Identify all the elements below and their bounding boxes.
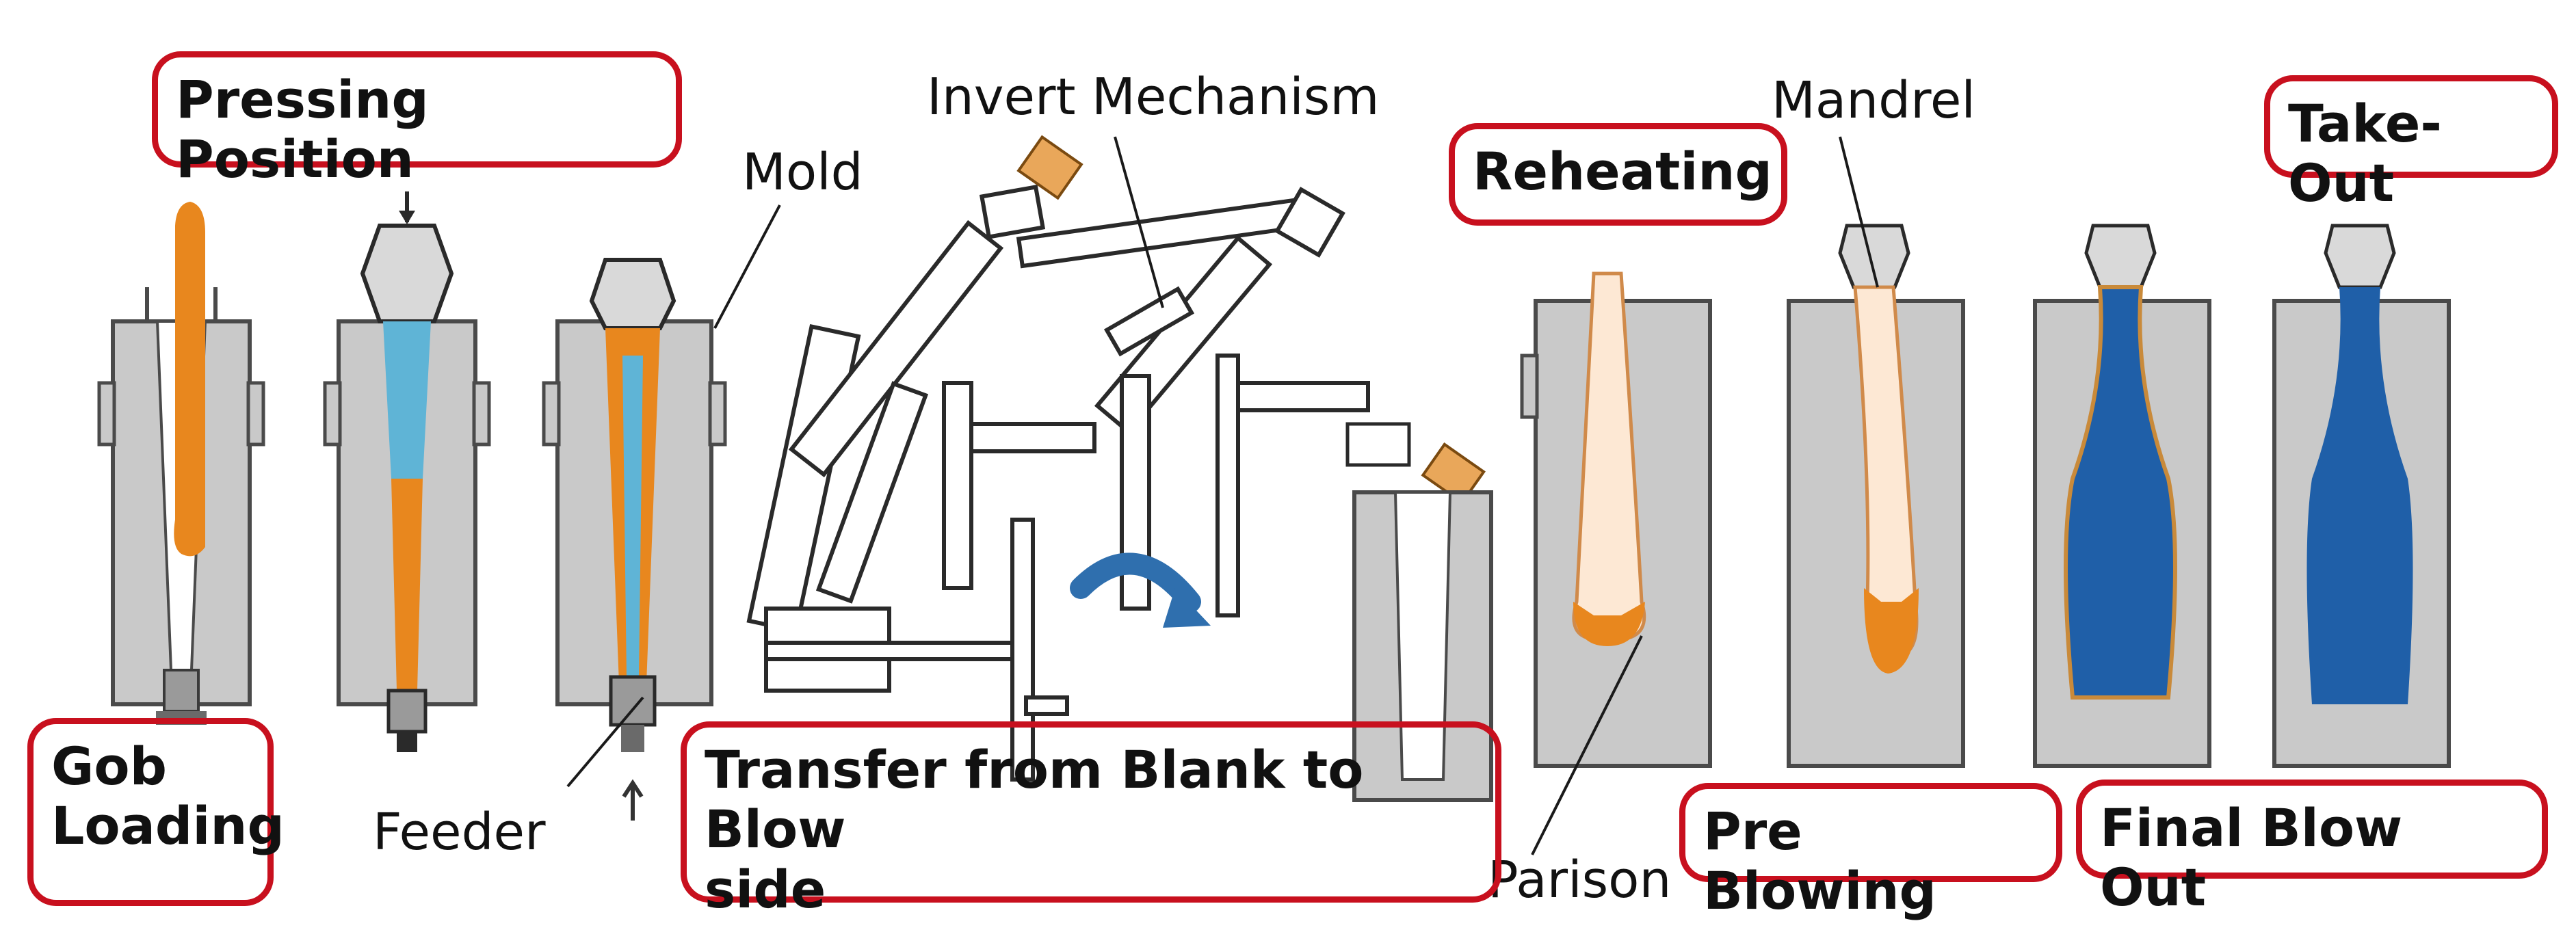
stage-take-out-text: Take-Out — [2288, 93, 2442, 214]
gob-glass — [174, 202, 205, 557]
stage-gob-loading-line1: Gob — [51, 736, 167, 797]
stage-gob-loading: Gob Loading — [27, 718, 285, 906]
stage-final-blow-out-text: Final Blow Out — [2100, 797, 2403, 918]
mold-blank — [542, 258, 727, 821]
stage-gob-loading-line2: Loading — [51, 795, 285, 857]
mold-final-blow — [2033, 224, 2211, 768]
invert-arm-orange-tips — [1016, 135, 1486, 505]
mold-reheating — [1520, 271, 1712, 768]
stage-final-blow-out: Final Blow Out — [2076, 780, 2548, 918]
rotation-arrow-icon — [1070, 552, 1211, 628]
stage-pressing-position-text: Pressing Position — [176, 69, 429, 190]
stage-reheating-text: Reheating — [1473, 141, 1772, 202]
label-mold: Mold — [742, 143, 863, 202]
stage-transfer: Transfer from Blank to Blow side — [681, 721, 1501, 919]
label-feeder: Feeder — [373, 803, 546, 862]
label-invert-mechanism: Invert Mechanism — [927, 68, 1380, 127]
stage-pressing-position: Pressing Position — [152, 51, 682, 189]
leader-lines — [566, 136, 1879, 855]
stage-take-out: Take-Out — [2264, 75, 2558, 213]
mold-take-out — [2272, 224, 2451, 768]
invert-mechanism — [746, 185, 1370, 782]
stage-pre-blowing-text: Pre Blowing — [1703, 801, 1936, 922]
mold-pre-blowing — [1787, 224, 1965, 768]
mold-pressing — [323, 191, 491, 752]
mold-transfer-target — [1345, 422, 1493, 802]
stage-transfer-line2: side — [705, 858, 826, 920]
stage-transfer-line1: Transfer from Blank to Blow — [705, 739, 1364, 860]
label-mandrel: Mandrel — [1772, 71, 1975, 130]
stage-pre-blowing: Pre Blowing — [1679, 783, 2062, 921]
stage-reheating: Reheating — [1449, 123, 1787, 226]
label-parison: Parison — [1488, 851, 1672, 909]
